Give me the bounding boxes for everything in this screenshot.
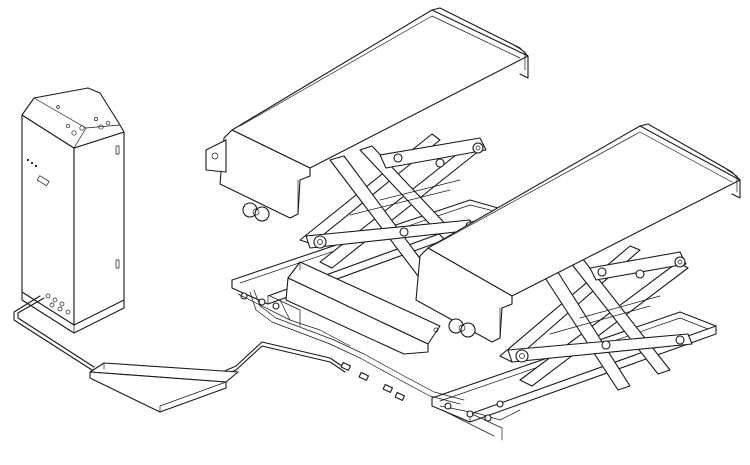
hydraulic-hoses	[240, 289, 521, 422]
lift-platform-right	[415, 123, 741, 391]
center-cover-plate	[285, 261, 441, 355]
lift-platform-left	[205, 7, 529, 277]
cable-cover	[89, 362, 239, 413]
base-plate-details	[237, 293, 503, 441]
control-cabinet	[21, 87, 125, 334]
